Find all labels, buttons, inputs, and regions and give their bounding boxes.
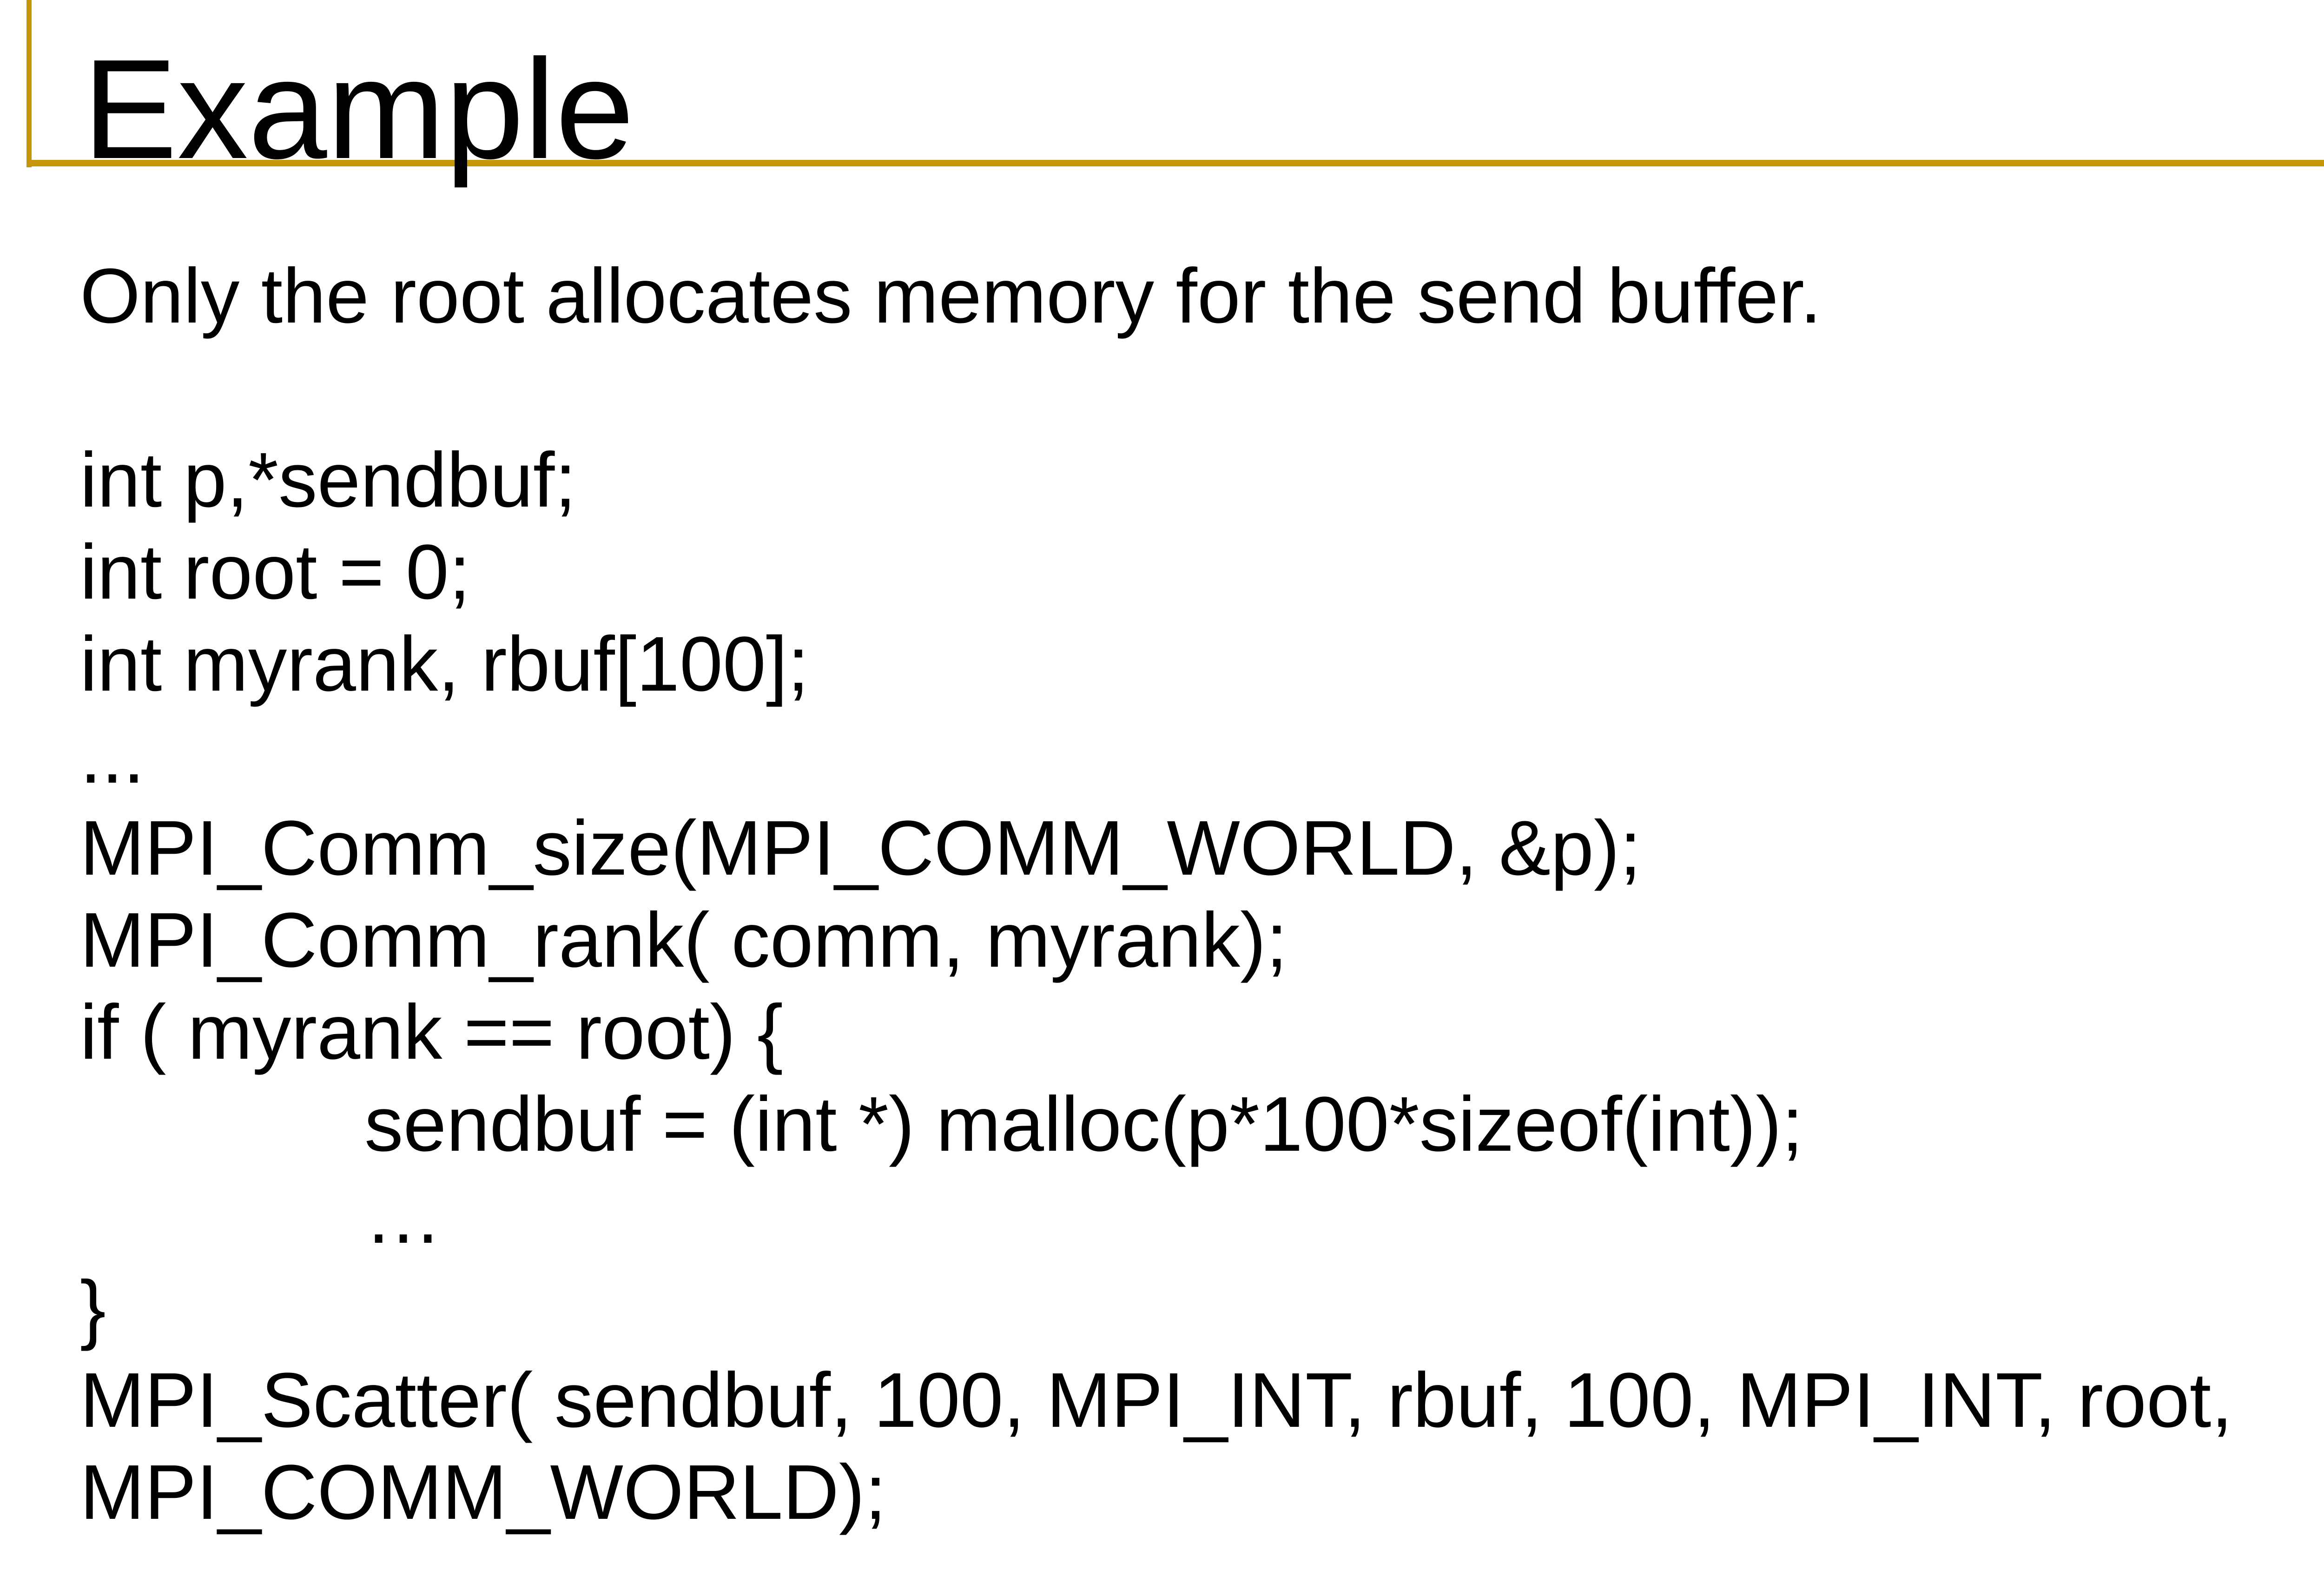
- body-line: MPI_Comm_size(MPI_COMM_WORLD, &p);: [80, 805, 1641, 891]
- body-line: sendbuf = (int *) malloc(p*100*sizeof(in…: [364, 1081, 1803, 1167]
- body-line: [80, 342, 2324, 434]
- body-line: MPI_COMM_WORLD);: [80, 1449, 886, 1536]
- body-line: int root = 0;: [80, 529, 471, 615]
- body-line: int p,*sendbuf;: [80, 437, 576, 523]
- accent-vertical-line: [26, 0, 32, 167]
- body-line: Only the root allocates memory for the s…: [80, 253, 1822, 339]
- body-line: int myrank, rbuf[100];: [80, 621, 809, 707]
- body-line: }: [80, 1265, 106, 1352]
- slide-title: Example: [83, 30, 634, 188]
- body-line: MPI_Scatter( sendbuf, 100, MPI_INT, rbuf…: [80, 1357, 2233, 1444]
- slide-body: Only the root allocates memory for the s…: [80, 250, 2324, 1538]
- body-line: ...: [80, 713, 145, 799]
- body-line: if ( myrank == root) {: [80, 989, 783, 1075]
- title-underline-rule: [26, 160, 2324, 166]
- body-line: MPI_Comm_rank( comm, myrank);: [80, 897, 1288, 983]
- body-line: …: [364, 1173, 442, 1259]
